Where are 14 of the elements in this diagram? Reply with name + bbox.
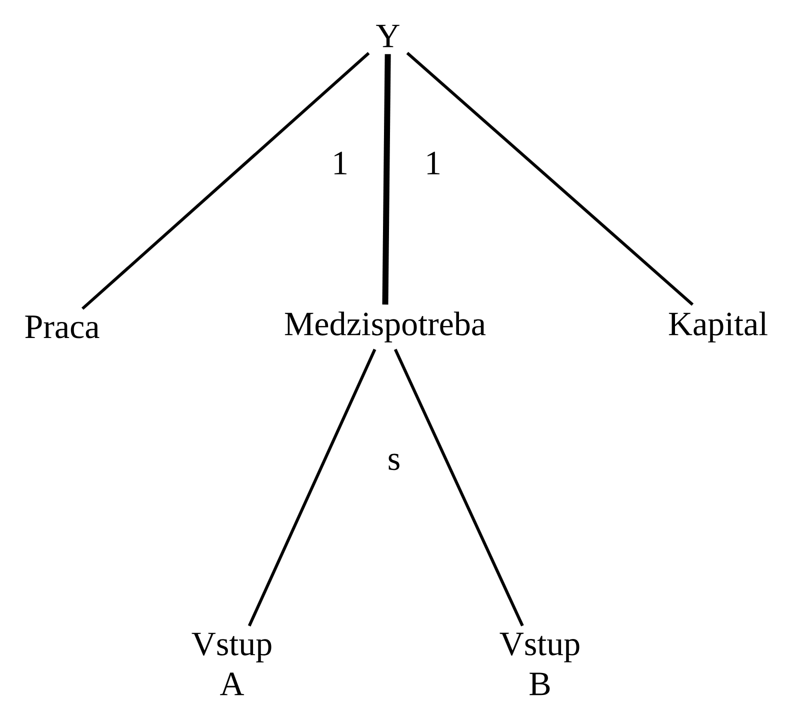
- tree-branch: [81, 52, 370, 310]
- tree-label: Medzispotreba: [284, 312, 486, 342]
- branch-weight: 1: [334, 152, 346, 174]
- tree-branch: [382, 54, 391, 305]
- tree-label: Vstup B: [500, 632, 580, 696]
- branch-weight: 1: [428, 152, 440, 174]
- tree-branch: [248, 348, 376, 626]
- tree-label: Vstup A: [192, 632, 272, 696]
- tree-branch: [406, 52, 694, 306]
- tree-branch: [394, 348, 524, 626]
- branch-weight: s: [388, 454, 400, 470]
- tree-label: Kapital: [668, 312, 768, 342]
- tree-label: Praca: [25, 316, 100, 338]
- tree-label: Y: [376, 24, 400, 48]
